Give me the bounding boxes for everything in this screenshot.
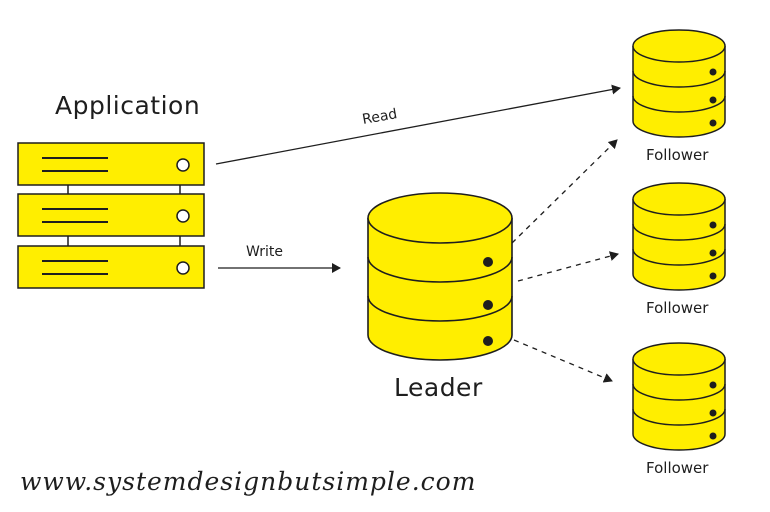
follower-node: Follower (632, 29, 726, 164)
server-unit (17, 245, 205, 289)
read-edge: Read (215, 84, 621, 165)
application-node: Application (17, 91, 205, 289)
replication-arrow-middle (517, 251, 619, 282)
follower-node: Follower (632, 342, 726, 477)
leader-node: Leader (367, 192, 513, 402)
server-unit (17, 142, 205, 186)
database-icon (632, 29, 726, 138)
database-icon (367, 192, 513, 361)
read-label: Read (361, 106, 398, 128)
replication-arrow-top (511, 139, 618, 244)
application-label: Application (55, 91, 200, 120)
read-arrow (215, 84, 621, 165)
database-icon (632, 342, 726, 451)
follower-node: Follower (632, 182, 726, 317)
server-led-icon (176, 261, 190, 275)
follower-label: Follower (646, 299, 709, 317)
replication-arrow-bottom (513, 339, 613, 383)
server-led-icon (176, 209, 190, 223)
follower-label: Follower (646, 146, 709, 164)
write-label: Write (246, 244, 283, 260)
server-led-icon (176, 158, 190, 172)
replication-edges (511, 139, 619, 383)
server-unit (17, 193, 205, 237)
database-icon (632, 182, 726, 291)
write-edge: Write (218, 244, 341, 273)
footer-url: www.systemdesignbutsimple.com (20, 467, 476, 496)
follower-label: Follower (646, 459, 709, 477)
leader-label: Leader (394, 373, 483, 402)
